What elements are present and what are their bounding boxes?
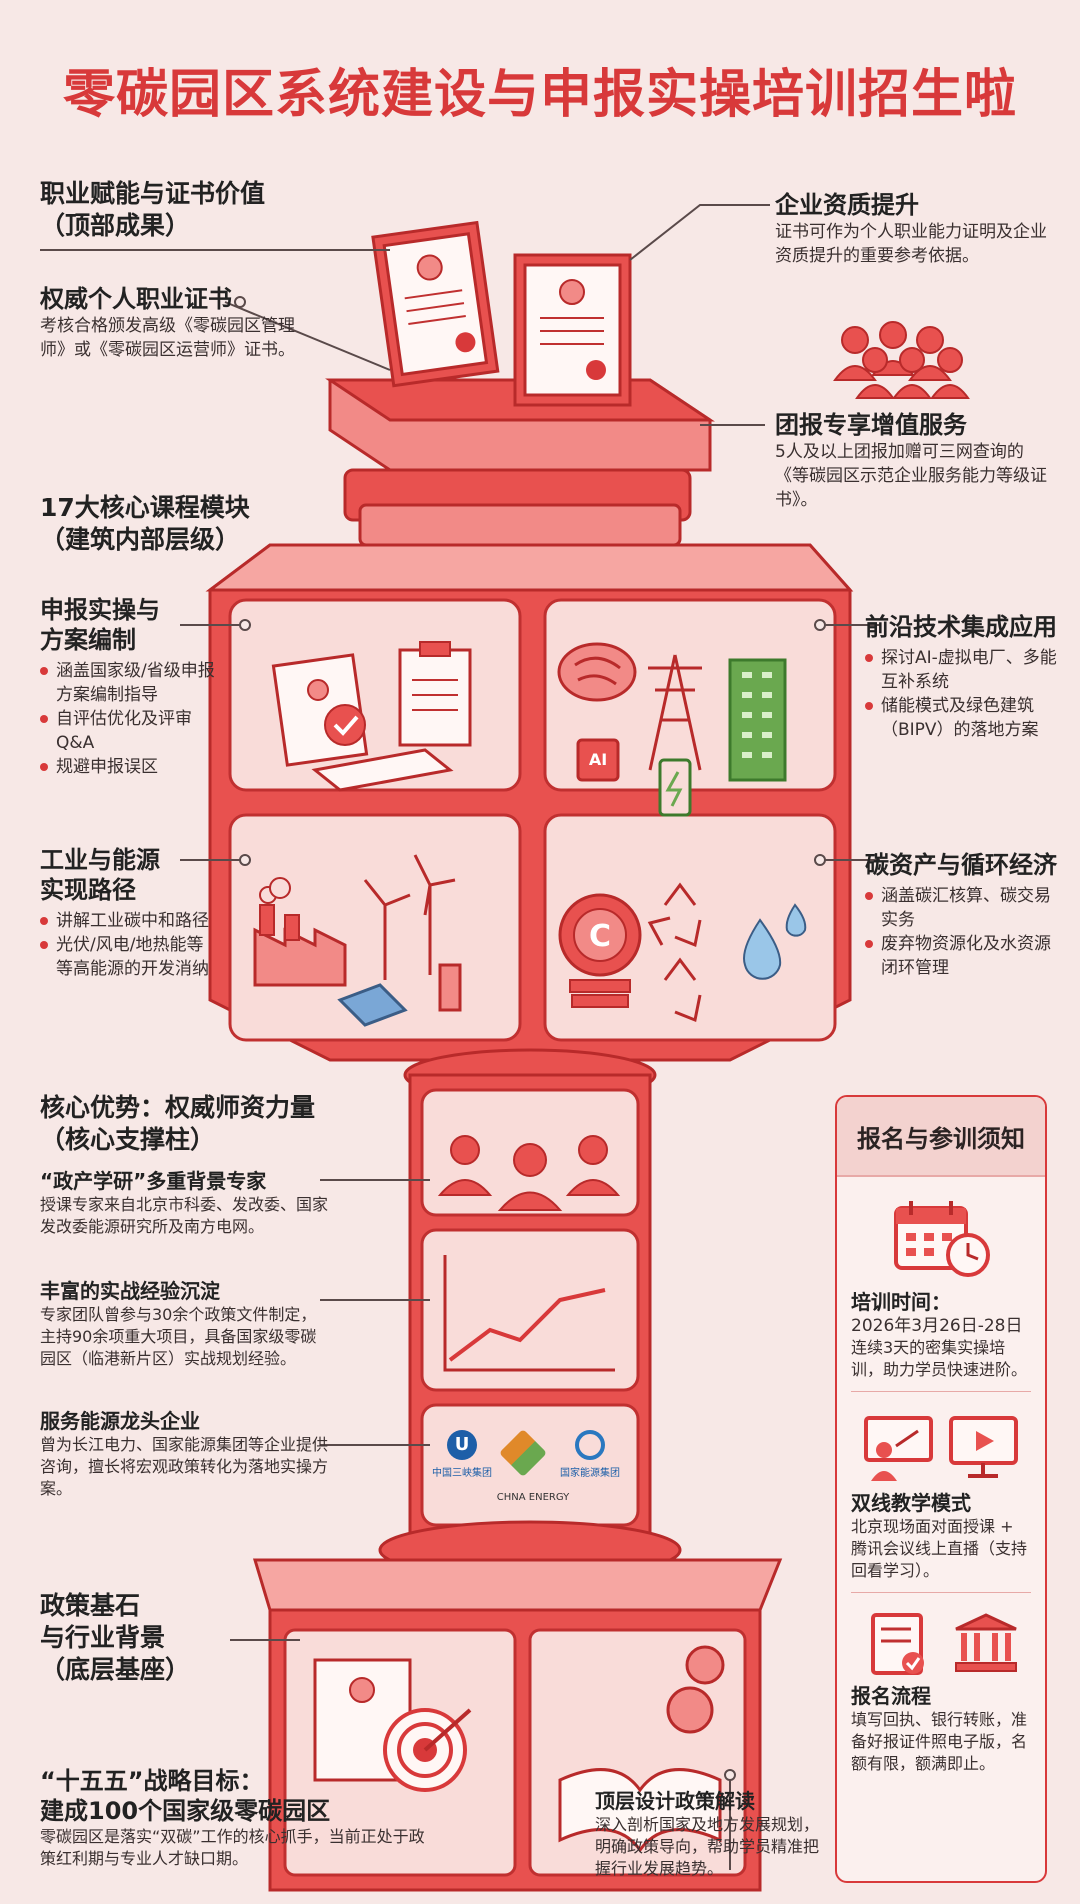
registration-flow-section: 报名流程 填写回执、银行转账，准备好报证件照电子版，名额有限，额满即止。	[837, 1593, 1045, 1785]
top-heading: 职业赋能与证书价值 （顶部成果）	[40, 179, 266, 240]
registration-icon	[871, 1613, 1017, 1675]
module1-item: 规避申报误区	[40, 755, 215, 779]
module3-item: 探讨AI-虚拟电厂、多能互补系统	[865, 646, 1060, 694]
module3-list: 探讨AI-虚拟电厂、多能互补系统 储能模式及绿色建筑（BIPV）的落地方案	[865, 646, 1060, 742]
calendar-icon	[894, 1201, 990, 1277]
china-energy-icon	[575, 1430, 605, 1460]
divider	[851, 1592, 1031, 1593]
page-title: 零碳园区系统建设与申报实操培训招生啦	[62, 65, 1017, 125]
industry-illustration	[253, 854, 462, 1027]
certificate-left	[371, 220, 500, 388]
registration-panel-title: 报名与参训须知	[837, 1097, 1045, 1177]
teacher1-desc: 授课专家来自北京市科委、发改委、国家发改委能源研究所及南方电网。	[40, 1195, 329, 1236]
carbon-illustration: C	[558, 882, 807, 1023]
module3-item: 储能模式及绿色建筑（BIPV）的落地方案	[865, 694, 1060, 742]
module1-item: 涵盖国家级/省级申报方案编制指导	[40, 659, 215, 707]
cert-desc: 考核合格颁发高级《零碳园区管理师》或《零碳园区运营师》证书。	[40, 316, 295, 360]
three-gorges-logo: U 中国三峡集团	[430, 1430, 494, 1479]
three-gorges-icon: U	[447, 1430, 477, 1460]
partner-logos: U 中国三峡集团 国家能源集团 CHNA ENERGY	[428, 1428, 632, 1520]
diamond-logo-icon	[498, 1428, 548, 1478]
teaching-icon	[864, 1416, 1018, 1481]
svg-text:C: C	[589, 919, 611, 954]
module1-title: 申报实操与 方案编制	[40, 596, 160, 654]
module2-item: 讲解工业碳中和路径	[40, 909, 215, 933]
base-block	[252, 1558, 783, 1892]
teacher2-desc: 专家团队曾参与30余个政策文件制定，主持90余项重大项目，具备国家级零碳园区（临…	[40, 1305, 317, 1368]
teaching-mode-section: 双线教学模式 北京现场面对面授课 + 腾讯会议线上直播（支持回看学习）。	[837, 1392, 1045, 1592]
policy-title: 顶层设计政策解读	[595, 1789, 755, 1813]
cert-title: 权威个人职业证书	[40, 285, 232, 313]
teaching-mode-desc: 北京现场面对面授课 + 腾讯会议线上直播（支持回看学习）。	[851, 1517, 1028, 1580]
teaching-mode-title: 双线教学模式	[851, 1491, 971, 1515]
training-time-date: 2026年3月26日-28日	[851, 1316, 1023, 1336]
goal-title: “十五五”战略目标： 建成100个国家级零碳园区	[40, 1767, 331, 1825]
module4-list: 涵盖碳汇核算、碳交易实务 废弃物资源化及水资源闭环管理	[865, 884, 1060, 980]
teacher1-title: “政产学研”多重背景专家	[40, 1169, 267, 1193]
certificate-right	[513, 253, 632, 407]
qual-title: 企业资质提升	[775, 191, 919, 219]
registration-panel: 报名与参训须知 培训时间： 2026年3月26日-28日 连续3天的密集实操培训…	[835, 1095, 1047, 1883]
module4-item: 废弃物资源化及水资源闭环管理	[865, 932, 1060, 980]
modules-heading: 17大核心课程模块 （建筑内部层级）	[40, 493, 250, 554]
module3-title: 前沿技术集成应用	[865, 613, 1057, 641]
group-title: 团报专享增值服务	[775, 411, 967, 439]
goal-desc: 零碳园区是落实“双碳”工作的核心抓手，当前正处于政策红利期与专业人才缺口期。	[40, 1827, 425, 1868]
ai-chip-label: AI	[588, 750, 608, 769]
module1-item: 自评估优化及评审Q&A	[40, 707, 215, 755]
teacher3-desc: 曾为长江电力、国家能源集团等企业提供咨询，擅长将宏观政策转化为落地实操方案。	[40, 1435, 329, 1498]
teacher3-title: 服务能源龙头企业	[40, 1409, 200, 1433]
module4-item: 涵盖碳汇核算、碳交易实务	[865, 884, 1060, 932]
module2-title: 工业与能源 实现路径	[40, 846, 160, 904]
policy-desc: 深入剖析国家及地方发展规划，明确政策导向，帮助学员精准把握行业发展趋势。	[595, 1815, 820, 1878]
module2-item: 光伏/风电/地热能等等高能源的开发消纳	[40, 933, 215, 981]
qual-desc: 证书可作为个人职业能力证明及企业资质提升的重要参考依据。	[775, 222, 1047, 266]
training-time-desc: 连续3天的密集实操培训，助力学员快速进阶。	[851, 1338, 1028, 1379]
roof-platform	[325, 378, 715, 547]
core-heading: 核心优势：权威师资力量 （核心支撑柱）	[40, 1093, 316, 1154]
tech-illustration	[557, 642, 787, 817]
china-energy-label: CHNA ENERGY	[496, 1492, 570, 1503]
documents-illustration	[271, 641, 472, 792]
team-illustration	[833, 321, 970, 399]
module1-list: 涵盖国家级/省级申报方案编制指导 自评估优化及评审Q&A 规避申报误区	[40, 659, 215, 779]
training-time-section: 培训时间： 2026年3月26日-28日 连续3天的密集实操培训，助力学员快速进…	[837, 1177, 1045, 1391]
module2-list: 讲解工业碳中和路径 光伏/风电/地热能等等高能源的开发消纳	[40, 909, 215, 981]
training-time-title: 培训时间：	[851, 1290, 951, 1314]
module4-title: 碳资产与循环经济	[865, 851, 1057, 879]
base-heading: 政策基石 与行业背景 （底层基座）	[40, 1591, 191, 1684]
china-energy-logo: 国家能源集团	[548, 1430, 632, 1479]
group-desc: 5人及以上团报加赠可三网查询的《等碳园区示范企业服务能力等级证书》。	[775, 442, 1047, 510]
registration-flow-title: 报名流程	[851, 1684, 931, 1708]
registration-flow-desc: 填写回执、银行转账，准备好报证件照电子版，名额有限，额满即止。	[851, 1710, 1028, 1773]
teacher2-title: 丰富的实战经验沉淀	[40, 1279, 220, 1303]
divider	[851, 1391, 1031, 1392]
